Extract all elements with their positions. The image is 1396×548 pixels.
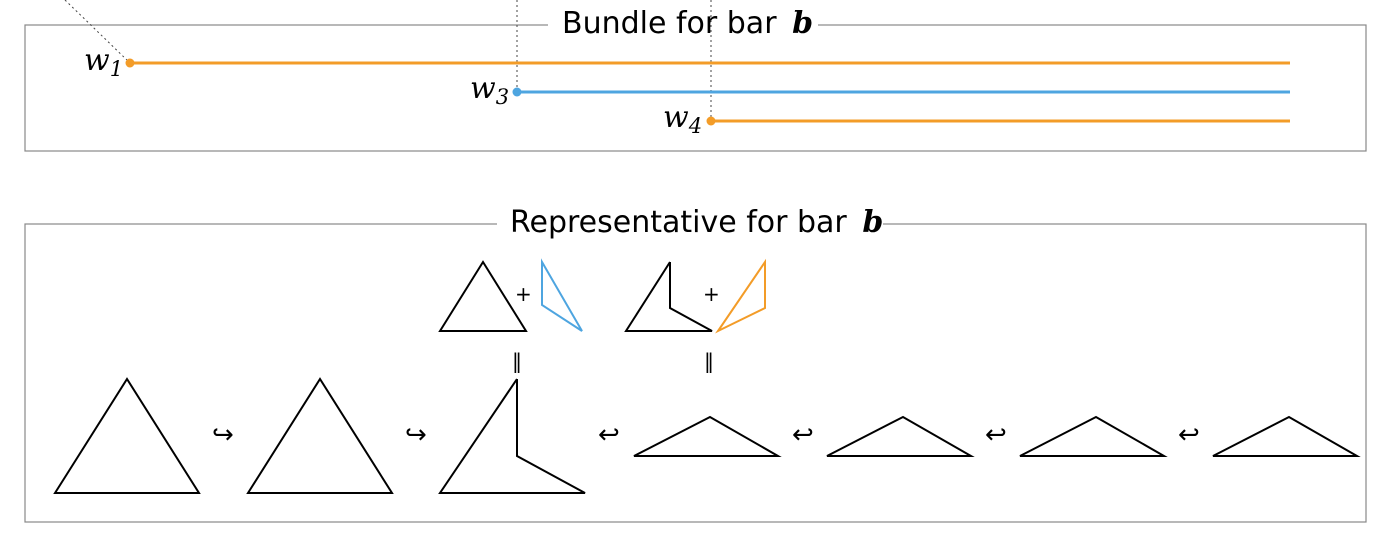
equals-sign-2: ‖ bbox=[704, 349, 714, 373]
notched-triangle-small bbox=[624, 261, 713, 332]
representative-panel: Representative for bar b + + ‖ ‖ ↪ ↪ ↩ ↩… bbox=[24, 204, 1367, 523]
representative-panel-title: Representative for bar b bbox=[510, 205, 883, 240]
inclusion-arrow-2: ↪ bbox=[405, 420, 427, 450]
plus-sign-1: + bbox=[515, 282, 532, 306]
bundle-panel-title: Bundle for bar b bbox=[562, 6, 813, 41]
label-w3: w3 bbox=[470, 71, 509, 109]
representative-panel-frame bbox=[24, 223, 1367, 523]
triangle-full-small bbox=[438, 260, 528, 332]
flat-triangle-4 bbox=[1212, 415, 1361, 457]
representative-title-text: Representative for bar bbox=[510, 205, 847, 240]
bar-start-dot-w3 bbox=[512, 87, 522, 97]
guide-line-w1 bbox=[64, 0, 131, 64]
reverse-arrow-1: ↩ bbox=[598, 420, 620, 450]
label-w1: w1 bbox=[84, 43, 123, 81]
bundle-row-w3: w3 bbox=[470, 71, 1290, 109]
bundle-panel: Bundle for bar b w1 w3 w bbox=[24, 0, 1367, 152]
reverse-arrow-4: ↩ bbox=[1178, 420, 1200, 450]
equals-sign-1: ‖ bbox=[512, 349, 522, 373]
generator-sum-1: + bbox=[438, 258, 583, 332]
notched-triangle-large bbox=[438, 378, 586, 494]
generator-sum-2: + bbox=[624, 258, 766, 334]
orange-edge-triangle bbox=[715, 258, 766, 334]
bundle-title-text: Bundle for bar bbox=[562, 6, 777, 41]
flat-triangle-1 bbox=[633, 415, 782, 457]
bar-start-dot-w1 bbox=[125, 58, 135, 68]
triangle-full-2 bbox=[246, 377, 394, 494]
triangle-full-1 bbox=[53, 377, 201, 494]
flat-triangle-3 bbox=[1019, 415, 1168, 457]
inclusion-arrow-1: ↪ bbox=[212, 420, 234, 450]
representative-title-bar-symbol: b bbox=[862, 205, 883, 240]
representative-title-mask bbox=[497, 204, 883, 236]
bundle-row-w1: w1 bbox=[84, 43, 1290, 81]
flat-triangle-2 bbox=[826, 415, 975, 457]
bundle-title-mask bbox=[548, 10, 818, 40]
reverse-arrow-3: ↩ bbox=[985, 420, 1007, 450]
label-w4: w4 bbox=[663, 100, 702, 138]
plus-sign-2: + bbox=[703, 282, 720, 306]
bar-start-dot-w4 bbox=[706, 116, 716, 126]
bundle-title-bar-symbol: b bbox=[792, 6, 813, 41]
blue-edge-triangle bbox=[541, 258, 583, 332]
reverse-arrow-2: ↩ bbox=[792, 420, 814, 450]
bundle-row-w4: w4 bbox=[663, 100, 1290, 138]
